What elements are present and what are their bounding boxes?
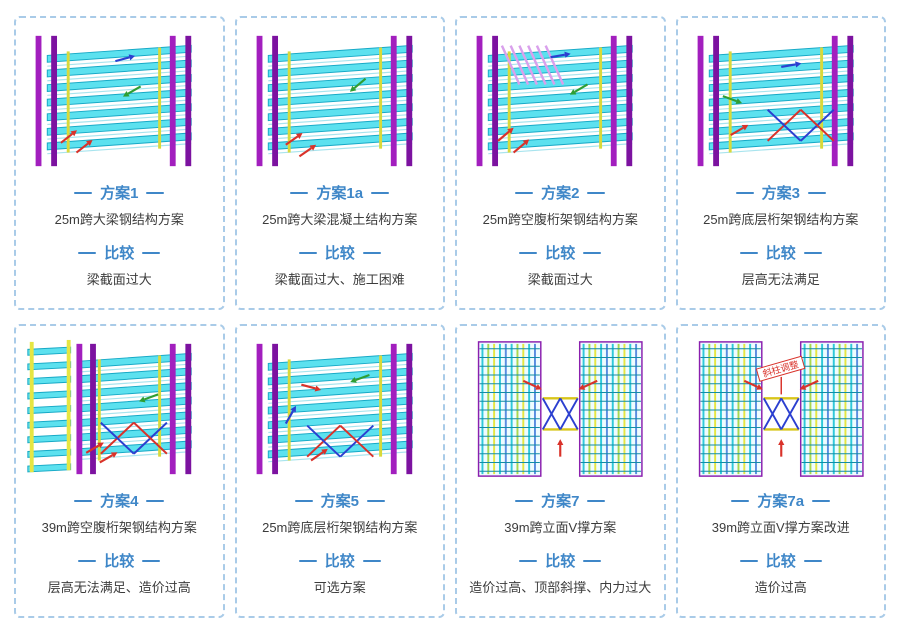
structure-model-image: [463, 26, 658, 176]
scheme-description: 25m跨大梁钢结构方案: [54, 212, 184, 227]
compare-decor-line: [78, 251, 97, 254]
compare-result: 梁截面过大: [527, 272, 593, 288]
compare-result: 梁截面过大: [86, 272, 152, 288]
compare-label: 比较: [104, 553, 135, 571]
compare-decor-line: [362, 559, 381, 562]
compare-label-row: 比较: [78, 242, 161, 263]
scheme-title-row: 方案7a: [731, 490, 831, 511]
compare-label-row: 比较: [739, 242, 822, 263]
compare-decor-line: [298, 559, 317, 562]
title-decor-line: [812, 499, 831, 502]
scheme-title: 方案5: [320, 493, 359, 510]
title-decor-line: [731, 499, 750, 502]
compare-label-row: 比较: [519, 550, 602, 571]
title-decor-line: [515, 499, 534, 502]
scheme-card: 方案2 25m跨空腹桁架钢结构方案 比较 梁截面过大: [455, 16, 666, 310]
structure-model-image: 斜柱调整: [684, 334, 879, 484]
compare-decor-line: [298, 251, 317, 254]
scheme-title-row: 方案7: [515, 490, 606, 511]
scheme-title: 方案2: [541, 185, 580, 202]
scheme-title-row: 方案5: [294, 490, 385, 511]
compare-decor-line: [519, 251, 538, 254]
scheme-title-row: 方案1: [74, 182, 165, 203]
scheme-card: 方案5 25m跨底层桁架钢结构方案 比较 可选方案: [234, 324, 445, 618]
compare-result: 造价过高: [754, 580, 807, 596]
scheme-title-row: 方案2: [515, 182, 606, 203]
compare-decor-line: [803, 559, 822, 562]
compare-result: 层高无法满足: [741, 272, 820, 288]
compare-label-row: 比较: [739, 550, 822, 571]
title-decor-line: [146, 499, 165, 502]
compare-label-row: 比较: [78, 550, 161, 571]
scheme-description: 25m跨大梁混凝土结构方案: [262, 212, 418, 227]
compare-decor-line: [583, 559, 602, 562]
scheme-title-row: 方案3: [735, 182, 826, 203]
scheme-title: 方案1a: [316, 185, 364, 202]
title-decor-line: [515, 191, 534, 194]
compare-result: 造价过高、顶部斜撑、内力过大: [469, 580, 652, 596]
compare-decor-line: [362, 251, 381, 254]
structure-model-image: [22, 334, 217, 484]
compare-decor-line: [78, 559, 97, 562]
structure-model-image: [243, 26, 438, 176]
scheme-description: 39m跨立面V撑方案: [504, 520, 617, 535]
scheme-title: 方案7a: [757, 493, 805, 510]
title-decor-line: [587, 499, 606, 502]
compare-decor-line: [142, 559, 161, 562]
compare-decor-line: [519, 559, 538, 562]
title-decor-line: [366, 499, 385, 502]
scheme-card: 斜柱调整 方案7a 39m跨立面V撑方案改进 比较 造价过高: [675, 324, 886, 618]
structure-model-image: [463, 334, 658, 484]
scheme-title: 方案4: [100, 493, 139, 510]
scheme-card: 方案3 25m跨底层桁架钢结构方案 比较 层高无法满足: [675, 16, 886, 310]
scheme-card: 方案1a 25m跨大梁混凝土结构方案 比较 梁截面过大、施工困难: [234, 16, 445, 310]
compare-decor-line: [142, 251, 161, 254]
compare-decor-line: [803, 251, 822, 254]
scheme-title: 方案3: [761, 185, 800, 202]
scheme-card: 方案1 25m跨大梁钢结构方案 比较 梁截面过大: [14, 16, 225, 310]
title-decor-line: [74, 191, 93, 194]
structure-model-image: [22, 26, 217, 176]
compare-decor-line: [739, 251, 758, 254]
compare-label: 比较: [765, 245, 796, 263]
title-decor-line: [146, 191, 165, 194]
scheme-description: 39m跨空腹桁架钢结构方案: [41, 520, 197, 535]
compare-decor-line: [583, 251, 602, 254]
scheme-title: 方案1: [100, 185, 139, 202]
compare-label: 比较: [104, 245, 135, 263]
compare-label: 比较: [545, 245, 576, 263]
compare-label-row: 比较: [298, 242, 381, 263]
compare-label: 比较: [324, 245, 355, 263]
scheme-card: 方案7 39m跨立面V撑方案 比较 造价过高、顶部斜撑、内力过大: [455, 324, 666, 618]
compare-result: 层高无法满足、造价过高: [47, 580, 191, 596]
compare-decor-line: [739, 559, 758, 562]
scheme-description: 39m跨立面V撑方案改进: [711, 520, 850, 535]
title-decor-line: [735, 191, 754, 194]
title-decor-line: [807, 191, 826, 194]
compare-result: 梁截面过大、施工困难: [274, 272, 405, 288]
scheme-description: 25m跨底层桁架钢结构方案: [262, 520, 418, 535]
title-decor-line: [587, 191, 606, 194]
scheme-title-row: 方案1a: [290, 182, 390, 203]
compare-label: 比较: [545, 553, 576, 571]
title-decor-line: [290, 191, 309, 194]
scheme-title: 方案7: [541, 493, 580, 510]
title-decor-line: [74, 499, 93, 502]
compare-label: 比较: [765, 553, 796, 571]
svg-text:斜柱调整: 斜柱调整: [761, 358, 799, 379]
compare-label-row: 比较: [519, 242, 602, 263]
scheme-card: 方案4 39m跨空腹桁架钢结构方案 比较 层高无法满足、造价过高: [14, 324, 225, 618]
title-decor-line: [294, 499, 313, 502]
title-decor-line: [371, 191, 390, 194]
compare-result: 可选方案: [313, 580, 366, 596]
compare-label: 比较: [324, 553, 355, 571]
structure-model-image: [684, 26, 879, 176]
scheme-description: 25m跨底层桁架钢结构方案: [703, 212, 859, 227]
scheme-title-row: 方案4: [74, 490, 165, 511]
structure-model-image: [243, 334, 438, 484]
compare-label-row: 比较: [298, 550, 381, 571]
scheme-description: 25m跨空腹桁架钢结构方案: [482, 212, 638, 227]
